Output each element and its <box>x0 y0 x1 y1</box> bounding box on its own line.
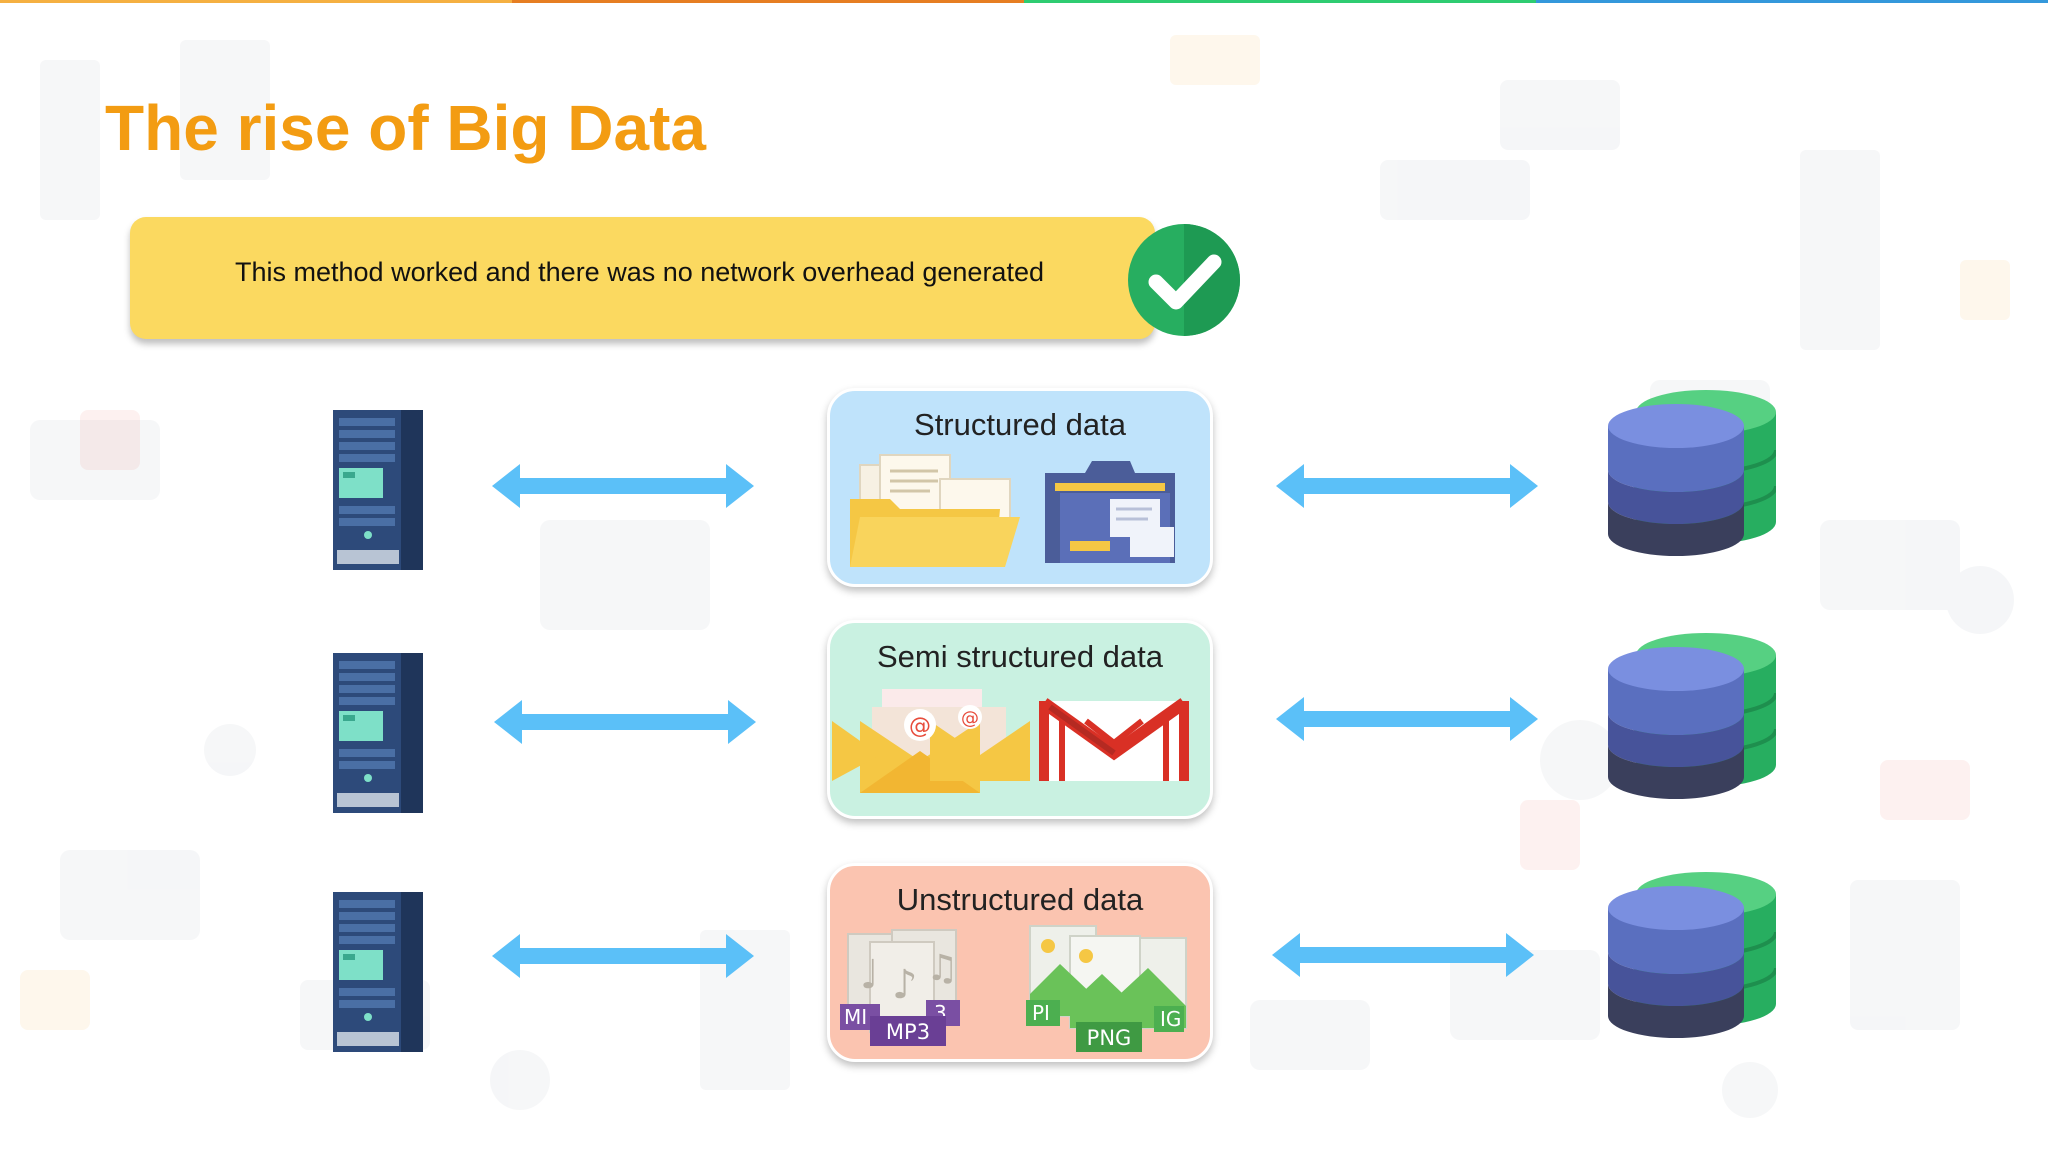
svg-text:♩: ♩ <box>860 952 879 998</box>
svg-text:PI: PI <box>1032 1001 1050 1025</box>
server-rack-icon <box>333 653 423 813</box>
unstructured-data-box: Unstructured data ♩ ♪ ♫ MI 3 MP3 <box>827 863 1213 1062</box>
database-icon <box>1608 390 1776 556</box>
category-label: Semi structured data <box>876 639 1164 674</box>
png-badge: PNG <box>1087 1026 1132 1050</box>
svg-text:♪: ♪ <box>892 962 918 1008</box>
top-accent-bar <box>0 0 2048 3</box>
file-cabinet-folder-icon <box>1045 461 1175 563</box>
category-label: Unstructured data <box>896 882 1144 917</box>
svg-text:@: @ <box>961 708 979 729</box>
open-folder-icon <box>850 454 1020 567</box>
double-arrow-icon <box>1276 464 1538 508</box>
email-envelopes-icon: @ @ <box>832 689 1030 793</box>
callout-text: This method worked and there was no netw… <box>235 257 1044 287</box>
svg-text:@: @ <box>909 714 931 739</box>
double-arrow-icon <box>492 934 754 978</box>
double-arrow-icon <box>1276 697 1538 741</box>
database-icon <box>1608 633 1776 799</box>
semi-structured-data-box: Semi structured data @ @ <box>827 620 1213 819</box>
server-rack-icon <box>333 892 423 1052</box>
svg-text:IG: IG <box>1160 1007 1181 1031</box>
callout-banner: This method worked and there was no netw… <box>130 217 1155 339</box>
mp3-badge: MP3 <box>886 1020 930 1044</box>
gmail-icon <box>1039 698 1189 781</box>
structured-data-box: Structured data <box>827 388 1213 587</box>
database-icon <box>1608 872 1776 1038</box>
double-arrow-icon <box>492 464 754 508</box>
check-circle-icon <box>1128 224 1240 336</box>
category-label: Structured data <box>914 407 1126 442</box>
svg-text:MI: MI <box>844 1005 867 1029</box>
server-rack-icon <box>333 410 423 570</box>
slide-title: The rise of Big Data <box>105 92 706 164</box>
double-arrow-icon <box>494 700 756 744</box>
double-arrow-icon <box>1272 933 1534 977</box>
svg-text:♫: ♫ <box>926 948 958 989</box>
png-files-icon: PI IG PNG <box>1026 925 1187 1052</box>
mp3-files-icon: ♩ ♪ ♫ MI 3 MP3 <box>840 929 960 1046</box>
